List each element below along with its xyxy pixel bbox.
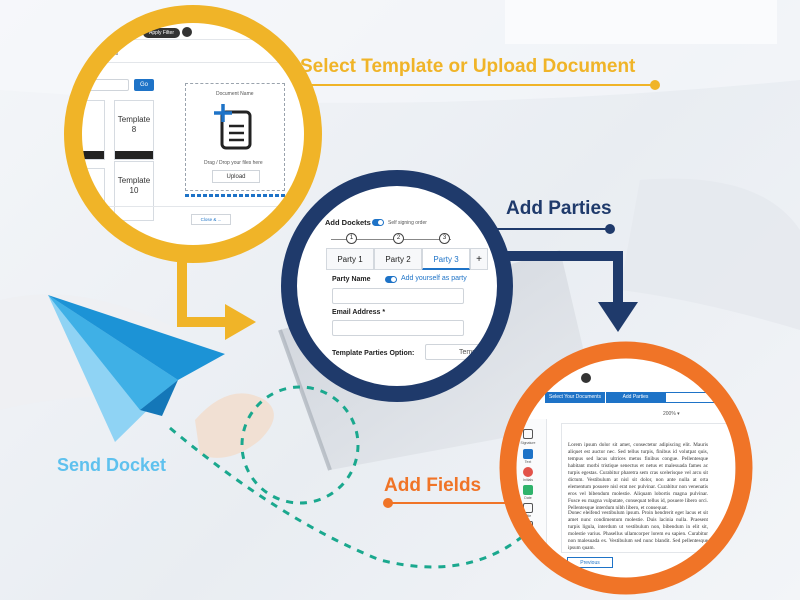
parties-leader-dot xyxy=(605,224,615,234)
sidebar-text[interactable]: Text xyxy=(524,460,532,464)
close-button[interactable]: Close & ... xyxy=(191,214,231,225)
self-signing-label: Self signing order xyxy=(388,220,427,226)
dropzone-title: Document Name xyxy=(216,91,254,97)
tab-party-1[interactable]: Party 1 xyxy=(326,248,374,270)
sleeve-right xyxy=(620,178,800,330)
laptop-screen-edge xyxy=(278,329,332,471)
tab-add-parties[interactable]: Add Parties xyxy=(605,392,665,403)
step-3[interactable]: 3 xyxy=(439,233,450,244)
select-template-screenshot: Apply Filter y Details Go Template 8 Tem… xyxy=(77,18,309,250)
progress-stripe xyxy=(185,194,285,197)
go-button[interactable]: Go xyxy=(134,79,154,91)
template-parties-label: Template Parties Option: xyxy=(332,350,415,357)
party-name-label: Party Name xyxy=(332,276,371,283)
signature-icon[interactable] xyxy=(523,429,533,439)
hand-shape xyxy=(195,393,274,458)
apply-filter-button[interactable]: Apply Filter xyxy=(143,28,181,38)
add-parties-screenshot: Add Dockets Self signing order 1 2 3 Par… xyxy=(295,184,499,388)
party-name-input[interactable] xyxy=(332,288,464,304)
add-fields-label: Add Fields xyxy=(384,475,482,496)
add-fields-screenshot: Select Your Documents Add Parties 200% ▾… xyxy=(511,353,743,585)
orange-ring xyxy=(499,341,753,595)
sidebar-date[interactable]: Date xyxy=(524,496,532,500)
document-paragraph-2: Donec eleifend vestibulum ipsum. Proin h… xyxy=(568,510,708,551)
self-signing-toggle[interactable] xyxy=(372,219,384,226)
email-input[interactable] xyxy=(332,320,464,336)
add-yourself-toggle[interactable] xyxy=(385,276,397,283)
step-1[interactable]: 1 xyxy=(346,233,357,244)
add-parties-label: Add Parties xyxy=(506,198,612,219)
upload-dropzone[interactable]: Document Name Drag / Drop your files her… xyxy=(185,83,285,191)
initials-icon[interactable] xyxy=(523,467,533,477)
email-label: Email Address * xyxy=(332,309,386,316)
sidebar-title[interactable]: Title xyxy=(524,514,532,518)
tab-select-documents[interactable]: Select Your Documents xyxy=(545,392,605,403)
sidebar-signature[interactable]: Signature xyxy=(520,441,536,445)
add-dockets-title: Add Dockets xyxy=(325,218,371,227)
text-icon[interactable] xyxy=(523,449,533,459)
sidebar-checkbox[interactable]: Checkbox xyxy=(520,550,536,554)
document-paragraph-1: Lorem ipsum dolor sit amet, consectetur … xyxy=(568,442,708,511)
name-icon[interactable] xyxy=(523,557,533,567)
navy-arrow xyxy=(500,251,623,305)
template-8-label: Template 8 xyxy=(117,115,151,134)
template-card-8[interactable]: Template 8 xyxy=(114,100,154,160)
add-party-tab[interactable]: + xyxy=(470,248,488,270)
select-leader-dot xyxy=(650,80,660,90)
date-icon[interactable] xyxy=(523,485,533,495)
document-add-icon xyxy=(214,104,252,150)
add-yourself-label: Add yourself as party xyxy=(401,275,467,282)
dropzone-hint: Drag / Drop your files here xyxy=(204,160,263,166)
refresh-icon-2[interactable] xyxy=(581,373,591,383)
tab-party-3[interactable]: Party 3 xyxy=(422,248,470,270)
step-2[interactable]: 2 xyxy=(393,233,404,244)
tab-party-2[interactable]: Party 2 xyxy=(374,248,422,270)
fields-leader-dot xyxy=(383,498,393,508)
navy-ring xyxy=(281,170,513,402)
yellow-arrow-head xyxy=(225,304,256,340)
paper-plane-icon xyxy=(48,295,225,442)
document-page[interactable]: Lorem ipsum dolor sit amet, consectetur … xyxy=(561,423,736,553)
send-docket-label: Send Docket xyxy=(57,455,167,475)
dashed-connector-fields xyxy=(169,426,542,569)
dashed-loop xyxy=(240,385,360,505)
navy-arrow-head xyxy=(598,302,638,332)
select-template-label: Select Template or Upload Document xyxy=(300,56,636,77)
template-card-10[interactable]: Template 10 xyxy=(114,161,154,221)
yellow-ring xyxy=(64,5,322,263)
template-10-label: Template 10 xyxy=(117,176,151,195)
sidebar-initials[interactable]: Initials xyxy=(523,478,533,482)
upload-button[interactable]: Upload xyxy=(212,170,260,183)
sidebar-name[interactable]: Name xyxy=(523,568,533,572)
zoom-select[interactable]: 200% ▾ xyxy=(663,411,680,417)
yellow-arrow xyxy=(177,252,228,327)
refresh-icon[interactable] xyxy=(182,27,192,37)
